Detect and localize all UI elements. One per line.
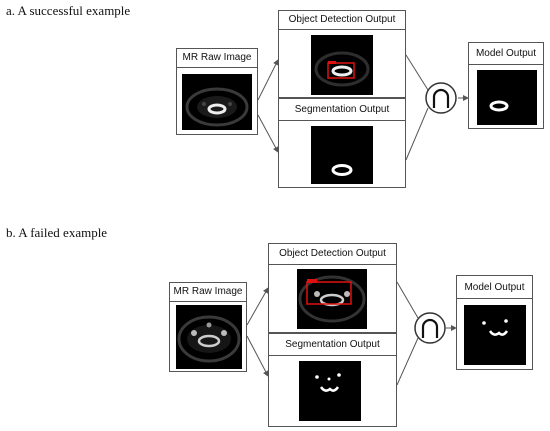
segmentation-panel-b: Segmentation Output bbox=[268, 333, 397, 427]
segmentation-mask-b bbox=[299, 361, 361, 421]
model-output-title-a: Model Output bbox=[475, 48, 537, 59]
raw-image-panel-a: MR Raw Image bbox=[176, 48, 258, 135]
intersection-operator-a bbox=[425, 82, 457, 114]
model-output-panel-a: Model Output bbox=[468, 42, 544, 129]
detection-bounding-box-a bbox=[327, 62, 355, 79]
section-b-label: b. A failed example bbox=[6, 225, 108, 240]
detection-panel-a: Object Detection Output bbox=[278, 10, 406, 98]
detection-scan-a bbox=[311, 35, 373, 95]
detection-bounding-box-b bbox=[306, 281, 352, 305]
segmentation-mask-a bbox=[311, 126, 373, 184]
arrow-raw-to-detection-b bbox=[246, 287, 269, 326]
raw-mr-scan-a bbox=[182, 74, 252, 130]
raw-image-title-b: MR Raw Image bbox=[173, 286, 243, 297]
model-output-panel-b: Model Output bbox=[456, 275, 533, 370]
raw-mr-scan-b bbox=[176, 305, 242, 369]
detection-panel-b: Object Detection Output bbox=[268, 243, 397, 333]
detection-title-b: Object Detection Output bbox=[279, 248, 386, 259]
segmentation-title-b: Segmentation Output bbox=[285, 339, 380, 350]
arrow-raw-to-segmentation-b bbox=[246, 335, 269, 377]
intersection-symbol-b bbox=[421, 318, 439, 338]
model-output-title-b: Model Output bbox=[464, 282, 525, 293]
arrow-detection-to-intersection-b bbox=[396, 281, 419, 319]
arrow-segmentation-to-intersection-a bbox=[405, 107, 429, 161]
raw-image-title-a: MR Raw Image bbox=[182, 52, 252, 63]
intersection-symbol-a bbox=[432, 88, 450, 108]
segmentation-title-a: Segmentation Output bbox=[294, 104, 390, 115]
section-a-label: a. A successful example bbox=[6, 3, 131, 18]
model-output-mask-b bbox=[464, 305, 526, 365]
intersection-operator-b bbox=[414, 312, 446, 344]
model-output-mask-a bbox=[477, 70, 537, 125]
detection-scan-b bbox=[297, 269, 367, 329]
arrow-segmentation-to-intersection-b bbox=[396, 337, 419, 386]
detection-title-a: Object Detection Output bbox=[288, 14, 396, 25]
raw-image-panel-b: MR Raw Image bbox=[169, 282, 247, 372]
arrow-detection-to-intersection-a bbox=[405, 54, 429, 91]
arrow-raw-to-segmentation-a bbox=[257, 114, 279, 153]
arrow-raw-to-detection-a bbox=[257, 59, 279, 101]
segmentation-panel-a: Segmentation Output bbox=[278, 98, 406, 188]
